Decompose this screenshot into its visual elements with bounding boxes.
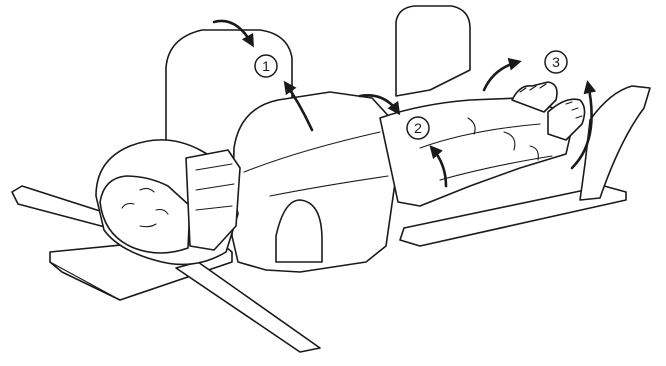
legs	[380, 98, 572, 206]
step-1-marker: 1	[255, 55, 277, 77]
step-2-label: 2	[414, 120, 422, 136]
step-3-label: 3	[552, 54, 560, 70]
pad-right	[396, 6, 470, 96]
bottom-strap	[176, 262, 320, 352]
step-3-arrow-left	[484, 62, 518, 90]
step-2-marker: 2	[407, 117, 429, 139]
step-3-marker: 3	[545, 51, 567, 73]
step-1-label: 1	[262, 58, 270, 74]
